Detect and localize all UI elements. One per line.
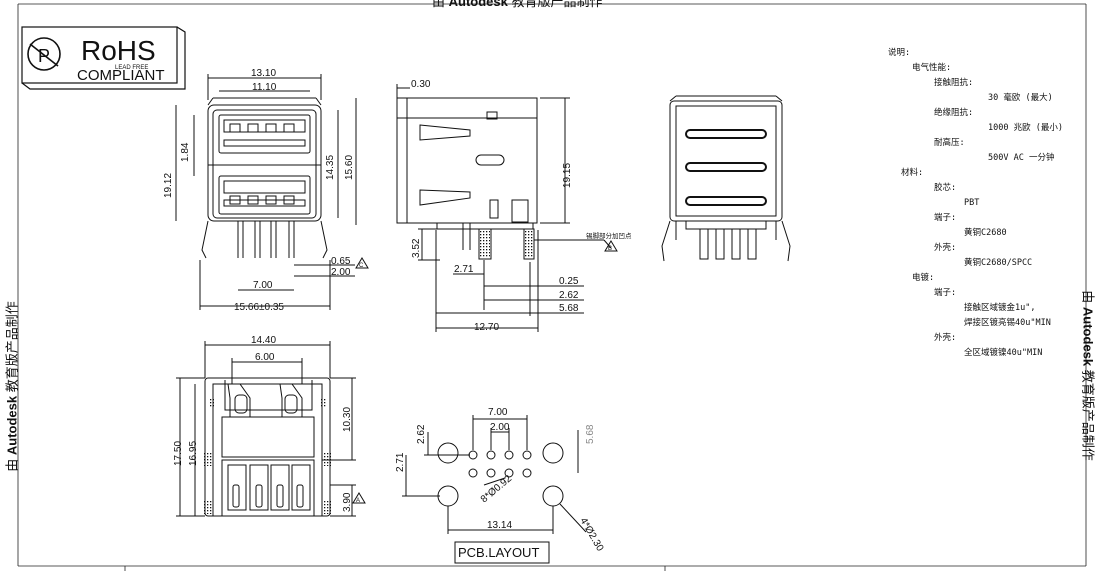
dim-19-12: 19.12 [163, 173, 174, 198]
dim-15-60: 15.60 [344, 155, 355, 180]
pcb-layout-title: PCB.LAYOUT [458, 545, 539, 560]
notes-contact-resistance-val: 30 毫欧 (最大) [888, 91, 1088, 106]
side-view [397, 84, 617, 332]
notes-title: 说明: [888, 46, 1088, 61]
dim-pcb-2-62: 2.62 [416, 424, 427, 444]
notes-plating-shell-val: 全区域镀镍40u"MIN [888, 346, 1088, 361]
dim-0-25: 0.25 [559, 276, 579, 287]
dim-15-66: 15.66±0.35 [234, 302, 284, 313]
dim-pcb-7-00: 7.00 [488, 407, 508, 418]
dim-pcb-13-14: 13.14 [487, 520, 512, 531]
side-view-dims: 0.30 19.15 3.52 2.71 0.25 2.62 5.68 12.7… [411, 79, 632, 333]
notes-shell-val: 黄铜C2680/SPCC [888, 256, 1088, 271]
notes-insulator: 胶芯: [888, 181, 1088, 196]
dim-0-65: 0.65 [331, 256, 351, 267]
tin-note: 锡脚部分加凹点 [586, 231, 632, 240]
notes-insulation-val: 1000 兆欧 (最小) [888, 121, 1088, 136]
dim-0-30: 0.30 [411, 79, 431, 90]
notes-terminal: 端子: [888, 211, 1088, 226]
top-watermark: 由 Autodesk 教育版产品制作 [432, 0, 603, 10]
rohs-title: RoHS [81, 35, 156, 66]
side-view-hatch [480, 230, 533, 258]
dim-3-52: 3.52 [411, 238, 422, 258]
notes-plating-terminal-val2: 焊接区镀亮锡40u"MIN [888, 316, 1088, 331]
notes-contact-resistance: 接触阻抗: [888, 76, 1088, 91]
notes-plating-terminal: 端子: [888, 286, 1088, 301]
dim-pcb-2-00: 2.00 [490, 422, 510, 433]
dim-2-71: 2.71 [454, 264, 474, 275]
notes-insulation: 绝缘阻抗: [888, 106, 1088, 121]
notes-plating: 电镀: [888, 271, 1088, 286]
dim-pcb-5-68: 5.68 [585, 424, 596, 444]
dim-13-10: 13.10 [251, 68, 276, 79]
dim-2-62: 2.62 [559, 290, 579, 301]
dim-5-68: 5.68 [559, 303, 579, 314]
dim-6-00: 6.00 [255, 352, 275, 363]
svg-text:由 Autodesk 教育版产品制作: 由 Autodesk 教育版产品制作 [432, 0, 603, 10]
dim-10-30: 10.30 [342, 407, 353, 432]
dim-12-70: 12.70 [474, 322, 499, 333]
dim-11-10: 11.10 [252, 82, 277, 93]
notes-plating-terminal-val1: 接触区域镀金1u", [888, 301, 1088, 316]
dim-17-50: 17.50 [173, 441, 184, 466]
dim-7-00: 7.00 [253, 280, 273, 291]
notes-plating-shell: 外壳: [888, 331, 1088, 346]
left-watermark: 由 Autodesk 教育版产品制作 [2, 287, 21, 487]
notes-electrical: 电气性能: [888, 61, 1088, 76]
bottom-view [176, 341, 365, 516]
note-b: B [608, 246, 612, 252]
dim-19-15: 19.15 [562, 163, 573, 188]
dim-2-00: 2.00 [331, 267, 351, 278]
notes-withstand-val: 500V AC 一分钟 [888, 151, 1088, 166]
notes-terminal-val: 黄铜C2680 [888, 226, 1088, 241]
rear-view [662, 96, 790, 261]
notes-insulator-val: PBT [888, 196, 1088, 211]
dim-3-90: 3.90 [342, 492, 353, 512]
dim-1-84: 1.84 [180, 142, 191, 162]
rohs-logo: P RoHS LEAD FREE COMPLIANT [22, 27, 185, 89]
dim-14-35: 14.35 [325, 155, 336, 180]
compliant-text: COMPLIANT [77, 67, 165, 84]
note-a: A [356, 498, 360, 504]
notes-withstand: 耐高压: [888, 136, 1088, 151]
spec-notes: 说明: 电气性能: 接触阻抗: 30 毫欧 (最大) 绝缘阻抗: 1000 兆欧… [888, 46, 1088, 361]
notes-materials: 材料: [888, 166, 1088, 181]
dim-16-95: 16.95 [188, 441, 199, 466]
note-c: C [359, 263, 364, 269]
small-holes-note: 8*Ø0.92 [479, 473, 515, 505]
notes-shell: 外壳: [888, 241, 1088, 256]
large-holes-note: 4*Ø2.30 [577, 516, 605, 554]
pcb-layout-dims: 7.00 2.00 2.62 5.68 2.71 8*Ø0.92 4*Ø2.30… [395, 407, 605, 560]
dim-pcb-2-71: 2.71 [395, 452, 406, 472]
dim-14-40: 14.40 [251, 335, 276, 346]
